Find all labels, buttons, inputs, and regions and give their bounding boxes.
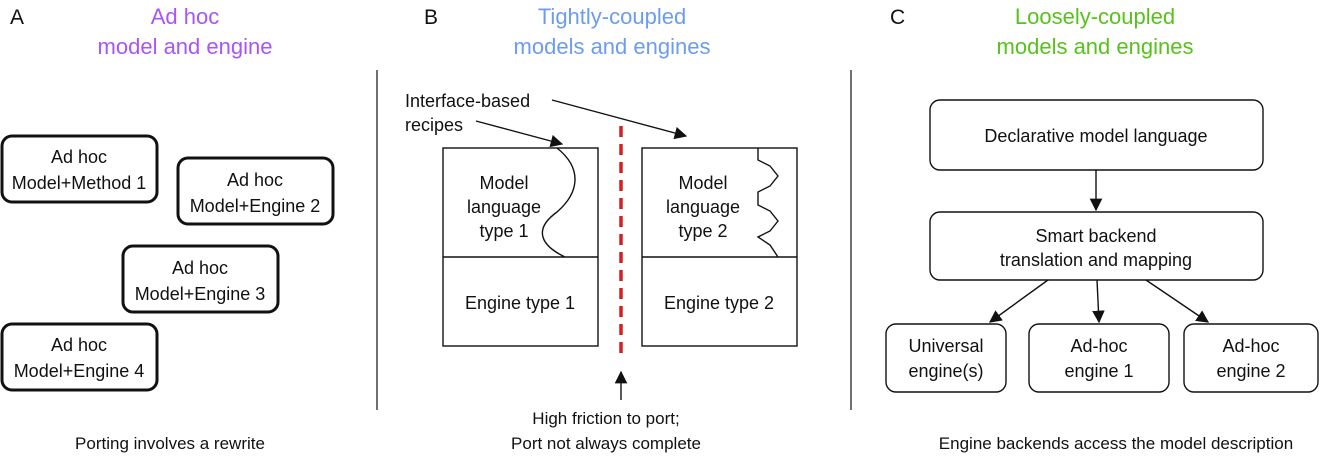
panel-a-letter: A — [10, 6, 24, 29]
panel-a-title-line2: model and engine — [98, 34, 273, 59]
recipes-label-line2: recipes — [405, 115, 463, 135]
adhoc-engine-2-line1: Ad-hoc — [1222, 336, 1279, 356]
ad-hoc-box-3-line1: Ad hoc — [172, 258, 228, 278]
recipes-arrow-left — [475, 120, 564, 148]
wavy-interface-1 — [443, 147, 598, 258]
panel-c-letter: C — [890, 6, 905, 29]
panel-b: B Tightly-coupled models and engines Int… — [405, 4, 798, 453]
panel-b-title-line1: Tightly-coupled — [538, 4, 686, 29]
notched-interface-2 — [642, 148, 797, 258]
block-2-engine: Engine type 2 — [664, 293, 774, 313]
ad-hoc-box-4-line2: Model+Engine 4 — [14, 361, 145, 381]
universal-engine-box — [885, 323, 1007, 393]
smart-backend-line2: translation and mapping — [1000, 250, 1192, 270]
ad-hoc-box-1 — [0, 134, 159, 204]
adhoc-engine-2-line2: engine 2 — [1216, 361, 1285, 381]
arrow-backend-to-universal — [988, 279, 1049, 323]
ad-hoc-box-3-line2: Model+Engine 3 — [135, 284, 266, 304]
arrow-backend-to-adhoc-1 — [1092, 279, 1105, 324]
ad-hoc-box-2-line2: Model+Engine 2 — [190, 196, 321, 216]
recipes-arrow-right — [551, 99, 688, 140]
universal-engine-line2: engine(s) — [908, 361, 983, 381]
adhoc-engine-1-line1: Ad-hoc — [1070, 336, 1127, 356]
ad-hoc-box-4-line1: Ad hoc — [51, 335, 107, 355]
ad-hoc-box-1-line1: Ad hoc — [51, 147, 107, 167]
panel-a: A Ad hoc model and engine Ad hoc Model+M… — [0, 4, 335, 453]
panel-c-title-line1: Loosely-coupled — [1015, 4, 1175, 29]
block-1-language-line2: language — [467, 197, 541, 217]
adhoc-engine-1-box — [1028, 323, 1170, 393]
ad-hoc-box-2 — [176, 156, 335, 226]
panel-c: C Loosely-coupled models and engines Dec… — [885, 4, 1319, 453]
universal-engine-line1: Universal — [908, 336, 983, 356]
smart-backend-line1: Smart backend — [1035, 226, 1156, 246]
panel-a-title-line1: Ad hoc — [151, 4, 220, 29]
friction-note-line1: High friction to port; — [532, 409, 679, 428]
engine-block-1 — [442, 147, 599, 347]
block-1-engine: Engine type 1 — [465, 293, 575, 313]
panel-b-letter: B — [424, 6, 438, 29]
friction-note-line2: Port not always complete — [511, 434, 701, 453]
block-2-language-line1: Model — [678, 173, 727, 193]
declarative-language-label: Declarative model language — [984, 126, 1207, 146]
block-2-language-line3: type 2 — [678, 221, 727, 241]
panel-c-caption: Engine backends access the model descrip… — [939, 434, 1293, 453]
panel-b-title-line2: models and engines — [514, 34, 711, 59]
ad-hoc-box-4 — [0, 322, 159, 392]
adhoc-engine-2-box — [1183, 323, 1319, 393]
ad-hoc-box-1-line2: Model+Method 1 — [12, 173, 147, 193]
block-1-language-line1: Model — [479, 173, 528, 193]
panel-c-title-line2: models and engines — [997, 34, 1194, 59]
ad-hoc-box-2-line1: Ad hoc — [227, 170, 283, 190]
recipes-label-line1: Interface-based — [405, 91, 530, 111]
panel-a-caption: Porting involves a rewrite — [75, 434, 265, 453]
arrow-backend-to-adhoc-2 — [1145, 279, 1210, 323]
ad-hoc-box-3 — [121, 244, 280, 314]
block-1-language-line3: type 1 — [479, 221, 528, 241]
block-2-language-line2: language — [666, 197, 740, 217]
smart-backend-box — [929, 211, 1264, 281]
adhoc-engine-1-line2: engine 1 — [1064, 361, 1133, 381]
